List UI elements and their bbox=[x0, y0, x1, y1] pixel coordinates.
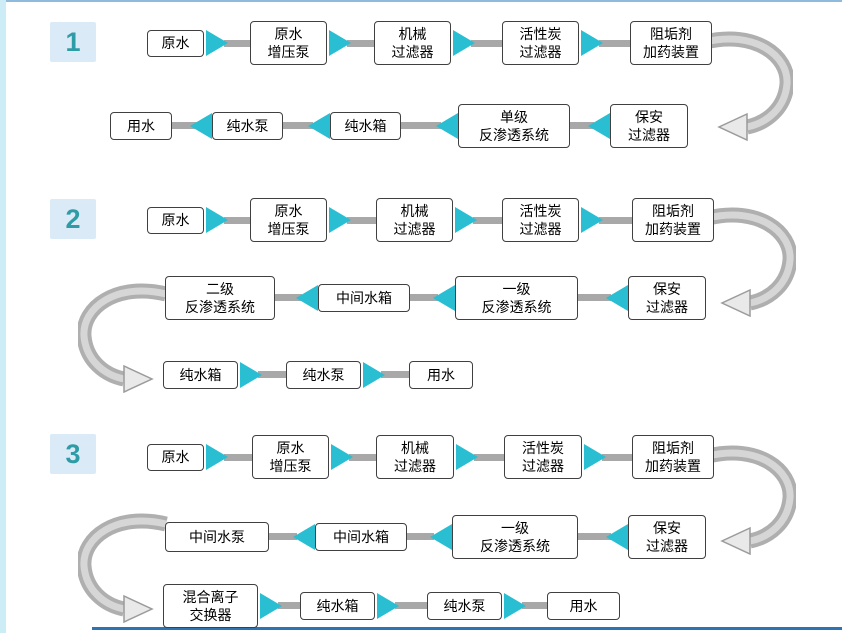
flow3-node-mixed-ion-exchanger: 混合离子 交换器 bbox=[163, 584, 258, 628]
flow-arrow-left-icon bbox=[436, 113, 458, 139]
flow-arrow-right-icon bbox=[206, 30, 228, 56]
flow-connector-line bbox=[269, 533, 297, 540]
top-rule bbox=[0, 0, 842, 2]
flow-arrow-left-icon bbox=[606, 524, 628, 550]
flow-connector-line bbox=[578, 533, 611, 540]
flow-connector-line bbox=[407, 533, 434, 540]
flow2-node-pure-water-tank: 纯水箱 bbox=[163, 361, 238, 389]
flow-arrow-right-icon bbox=[584, 444, 606, 470]
flow-arrow-left-icon bbox=[606, 285, 628, 311]
flow2-node-mechanical-filter: 机械 过滤器 bbox=[376, 198, 453, 242]
flow3-node-raw-water: 原水 bbox=[147, 444, 204, 471]
flow1-node-pure-water-pump: 纯水泵 bbox=[212, 112, 283, 140]
flow3-node-pure-water-tank: 纯水箱 bbox=[300, 592, 375, 620]
flow1-node-mechanical-filter: 机械 过滤器 bbox=[374, 21, 451, 65]
flow1-node-security-filter: 保安 过滤器 bbox=[610, 104, 688, 148]
flow-arrow-right-icon bbox=[206, 444, 228, 470]
flow3-node-security-filter: 保安 过滤器 bbox=[628, 515, 706, 559]
flow3-node-intermediate-water-tank: 中间水箱 bbox=[315, 523, 407, 551]
flow-arrow-right-icon bbox=[331, 444, 353, 470]
flow3-number-badge: 3 bbox=[50, 434, 96, 474]
flow-connector-line bbox=[275, 294, 302, 301]
flow2-node-first-stage-ro-system: 一级 反渗透系统 bbox=[455, 276, 578, 320]
flow2-node-raw-water-booster-pump: 原水 增压泵 bbox=[250, 198, 327, 242]
flow3-node-intermediate-water-pump: 中间水泵 bbox=[165, 522, 269, 552]
flow-connector-line bbox=[278, 602, 302, 609]
flow-arrow-right-icon bbox=[329, 207, 351, 233]
flow-connector-line bbox=[349, 454, 378, 461]
bottom-rule bbox=[92, 627, 842, 630]
flow3-node-mechanical-filter: 机械 过滤器 bbox=[376, 435, 454, 479]
row-wrap-arrow-left-icon bbox=[78, 278, 174, 393]
row-wrap-arrow-right-icon bbox=[700, 202, 796, 317]
flow-connector-line bbox=[471, 40, 504, 47]
flow-connector-line bbox=[381, 371, 411, 378]
flow-connector-line bbox=[224, 217, 252, 224]
flow-arrow-left-icon bbox=[308, 113, 330, 139]
flow1-node-activated-carbon-filter: 活性炭 过滤器 bbox=[502, 21, 579, 65]
flow-connector-line bbox=[522, 602, 549, 609]
flow2-node-antiscalant-dosing-device: 阻垢剂 加药装置 bbox=[632, 198, 714, 242]
flow-arrow-right-icon bbox=[329, 30, 351, 56]
flow-arrow-right-icon bbox=[206, 207, 228, 233]
flow-connector-line bbox=[347, 40, 376, 47]
flow1-number-badge: 1 bbox=[50, 22, 96, 62]
flow-arrow-left-icon bbox=[433, 285, 455, 311]
flow1-node-raw-water-booster-pump: 原水 增压泵 bbox=[250, 21, 327, 65]
flow-arrow-right-icon bbox=[240, 362, 262, 388]
flow-connector-line bbox=[602, 454, 634, 461]
flow-arrow-right-icon bbox=[363, 362, 385, 388]
flow-arrow-right-icon bbox=[260, 593, 282, 619]
flow-connector-line bbox=[395, 602, 429, 609]
flow1-node-antiscalant-dosing-device: 阻垢剂 加药装置 bbox=[630, 21, 712, 65]
flow2-node-second-stage-ro-system: 二级 反渗透系统 bbox=[165, 276, 275, 320]
flow-arrow-right-icon bbox=[455, 207, 477, 233]
flow-connector-line bbox=[578, 294, 611, 301]
flow3-node-raw-water-booster-pump: 原水 增压泵 bbox=[252, 435, 329, 479]
flow-arrow-right-icon bbox=[453, 30, 475, 56]
flow3-node-first-stage-ro-system: 一级 反渗透系统 bbox=[452, 515, 578, 559]
flow-arrow-right-icon bbox=[581, 30, 603, 56]
flow1-node-raw-water: 原水 bbox=[147, 30, 204, 57]
flow3-node-water-use: 用水 bbox=[547, 592, 620, 620]
flow1-node-single-stage-ro-system: 单级 反渗透系统 bbox=[458, 104, 570, 148]
flow2-number-badge: 2 bbox=[50, 199, 96, 239]
flow-connector-line bbox=[401, 122, 441, 129]
flow-arrow-left-icon bbox=[296, 285, 318, 311]
flow3-node-activated-carbon-filter: 活性炭 过滤器 bbox=[504, 435, 582, 479]
flow-connector-line bbox=[258, 371, 288, 378]
flow-arrow-left-icon bbox=[190, 113, 212, 139]
flow-arrow-right-icon bbox=[456, 444, 478, 470]
flow2-node-pure-water-pump: 纯水泵 bbox=[286, 361, 361, 389]
flow3-node-antiscalant-dosing-device: 阻垢剂 加药装置 bbox=[632, 435, 714, 479]
flow-arrow-right-icon bbox=[504, 593, 526, 619]
flow-connector-line bbox=[172, 122, 198, 129]
flow2-node-security-filter: 保安 过滤器 bbox=[628, 276, 706, 320]
flow-connector-line bbox=[410, 294, 438, 301]
row-wrap-arrow-right-icon bbox=[700, 440, 796, 555]
flow1-node-pure-water-tank: 纯水箱 bbox=[330, 112, 401, 140]
flow3-node-pure-water-pump: 纯水泵 bbox=[427, 592, 502, 620]
flow-connector-line bbox=[283, 122, 313, 129]
flow-connector-line bbox=[224, 454, 254, 461]
flow-connector-line bbox=[474, 454, 506, 461]
flow-connector-line bbox=[570, 122, 594, 129]
flow-arrow-left-icon bbox=[588, 113, 610, 139]
flow-connector-line bbox=[599, 217, 634, 224]
row-wrap-arrow-left-icon bbox=[78, 508, 174, 623]
flow2-node-raw-water: 原水 bbox=[147, 207, 204, 234]
flow1-node-water-use: 用水 bbox=[110, 112, 172, 140]
flow-connector-line bbox=[347, 217, 378, 224]
flow-arrow-right-icon bbox=[377, 593, 399, 619]
flow2-node-intermediate-water-tank: 中间水箱 bbox=[318, 284, 410, 312]
flow-arrow-right-icon bbox=[581, 207, 603, 233]
flow-connector-line bbox=[473, 217, 504, 224]
flow-arrow-left-icon bbox=[430, 524, 452, 550]
flow-arrow-left-icon bbox=[293, 524, 315, 550]
left-edge-strip bbox=[0, 0, 6, 633]
flow2-node-activated-carbon-filter: 活性炭 过滤器 bbox=[502, 198, 579, 242]
flow-connector-line bbox=[599, 40, 632, 47]
flow2-node-water-use: 用水 bbox=[409, 361, 473, 389]
flow-connector-line bbox=[224, 40, 252, 47]
